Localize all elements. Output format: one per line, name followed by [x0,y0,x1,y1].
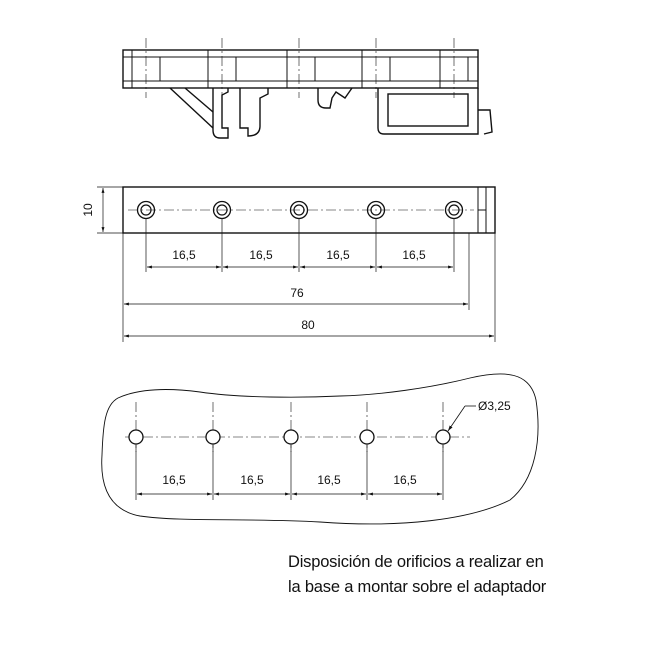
height-dimension [97,186,123,234]
base-extension-lines [135,445,444,500]
base-pitch-label-2: 16,5 [240,473,264,487]
top-extension-lines [122,219,496,342]
base-pitch-label-4: 16,5 [393,473,417,487]
overall-length-label: 80 [301,318,315,332]
top-view [122,186,496,234]
top-pitch-label-2: 16,5 [249,248,273,262]
side-view-centerlines [145,38,455,98]
hole-diameter-label: Ø3,25 [478,399,511,413]
caption-line-1: Disposición de orificios a realizar en [288,553,544,571]
overall-holes-label: 76 [290,286,304,300]
top-pitch-label-1: 16,5 [172,248,196,262]
height-label: 10 [81,203,95,217]
top-view-holes [136,200,464,220]
side-profile-view [122,49,493,139]
base-holes [128,429,451,445]
top-pitch-label-4: 16,5 [402,248,426,262]
caption-line-2: la base a montar sobre el adaptador [288,578,547,596]
base-pitch-label-1: 16,5 [162,473,186,487]
base-outline [101,373,539,525]
top-pitch-label-3: 16,5 [326,248,350,262]
diameter-leader [447,405,476,432]
base-pitch-label-3: 16,5 [317,473,341,487]
caption: Disposición de orificios a realizar en l… [288,550,628,600]
